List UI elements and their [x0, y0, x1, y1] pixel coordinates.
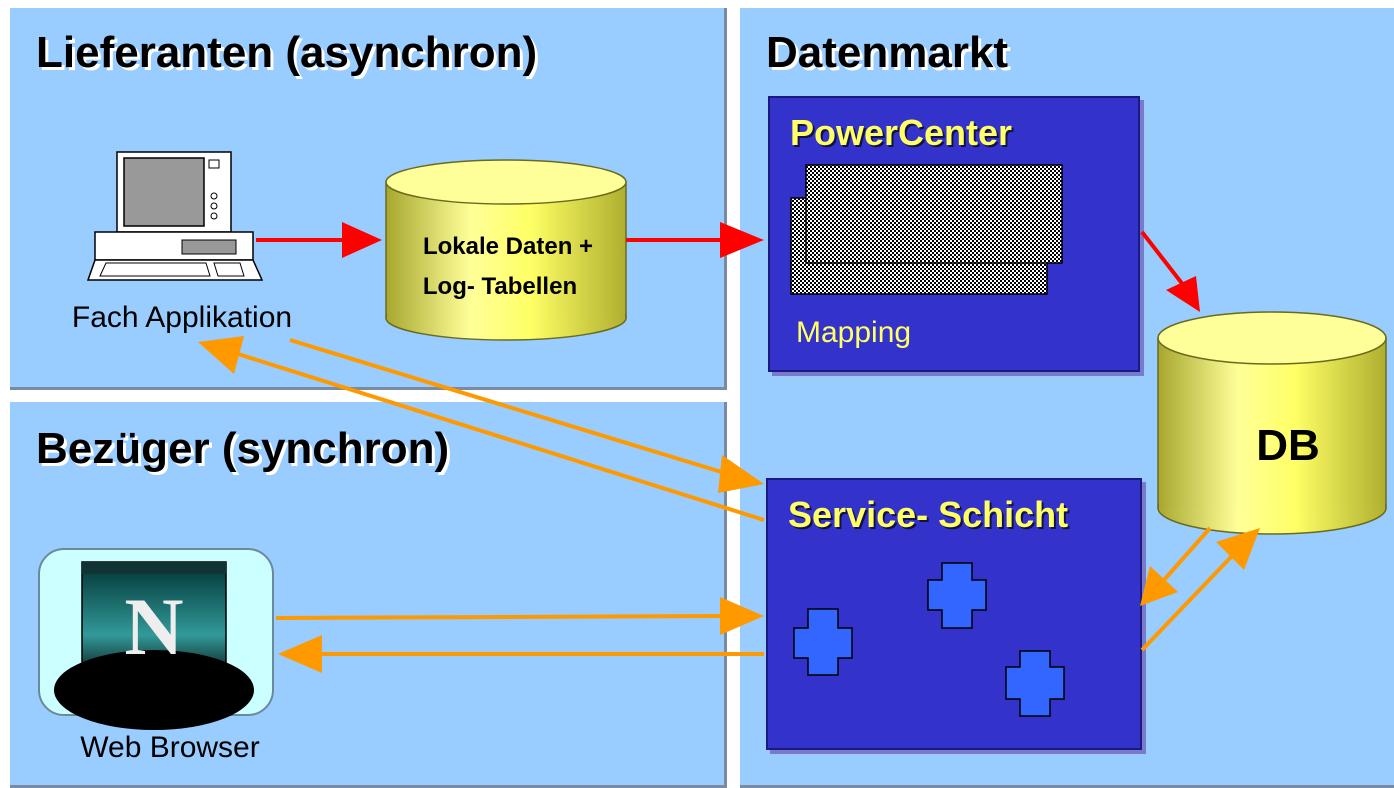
lieferanten-title: Lieferanten (asynchron)	[36, 28, 538, 77]
sync-arrow-app-to-service	[289, 338, 764, 493]
async-arrow-app-to-lokale	[256, 222, 382, 258]
db-label: DB	[1256, 421, 1320, 470]
service-component-2	[927, 562, 987, 629]
computer-icon	[86, 151, 264, 281]
mapping-label: Mapping	[796, 316, 912, 349]
datenmarkt-title: Datenmarkt	[766, 28, 1009, 77]
async-arrow-powercenter-to-db	[1140, 230, 1200, 312]
sync-arrow-service-to-db	[1140, 528, 1260, 652]
powercenter-title: PowerCenter	[790, 112, 1013, 153]
sync-arrow-service-to-app	[198, 336, 765, 522]
lokale-daten-line1: Lokale Daten +	[423, 233, 593, 260]
db-cylinder	[1157, 311, 1387, 535]
web-browser-label: Web Browser	[80, 731, 260, 764]
sync-arrow-db-to-service	[1140, 526, 1212, 606]
lokale-daten-line2: Log- Tabellen	[423, 273, 577, 300]
sync-arrow-service-to-browser	[278, 635, 764, 673]
service-schicht-title: Service- Schicht	[788, 494, 1069, 535]
svg-text:N: N	[124, 581, 183, 672]
async-arrow-lokale-to-powercenter	[626, 222, 764, 258]
sync-arrow-browser-to-service	[275, 597, 764, 635]
lokale-daten-cylinder	[385, 159, 627, 341]
service-component-3	[1005, 650, 1065, 717]
fach-applikation-label: Fach Applikation	[72, 301, 292, 334]
netscape-browser-icon: N	[54, 561, 254, 730]
bezueger-title: Bezüger (synchron)	[36, 424, 450, 473]
mapping-sheets-icon	[790, 164, 1063, 295]
service-component-1	[793, 608, 853, 676]
